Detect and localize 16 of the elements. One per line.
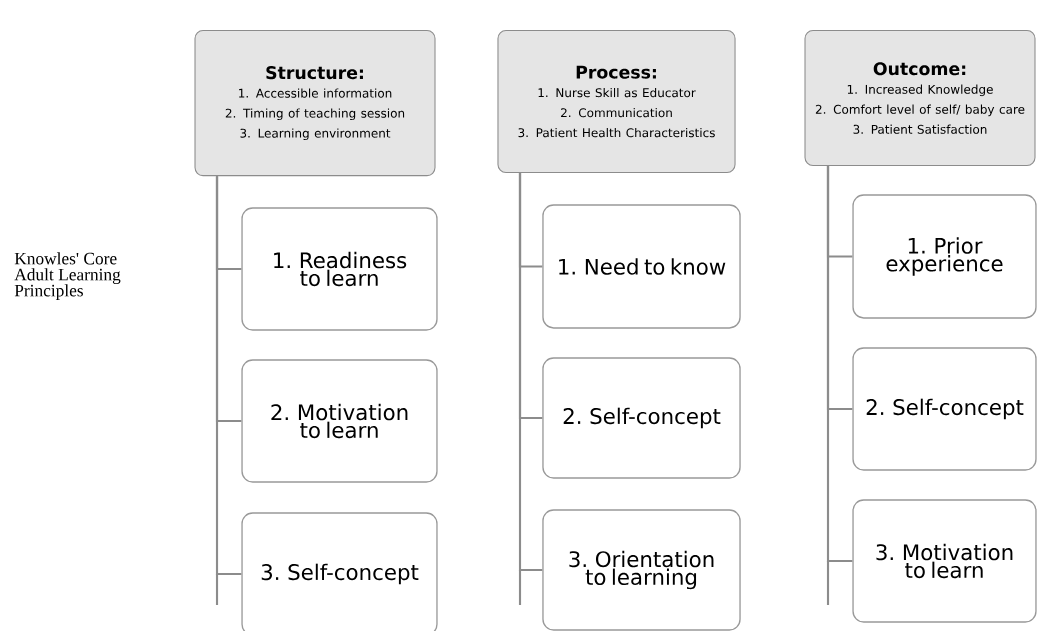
header-box: Process: 1. Nurse Skill as Educator 2. Communication 3. Patient Health Characteristics	[497, 30, 736, 174]
header-box: Outcome: 1. Increased Knowledge 2. Comfort level of self/ baby care 3. Patient Satisfaction	[804, 30, 1036, 166]
header-box: Structure: 1. Accessible information 2. Timing of teaching session 3. Learning environment	[194, 30, 436, 177]
connector-line	[518, 173, 543, 572]
side-label: Knowles' Core Adult Learning Principles	[14, 252, 121, 300]
connector-line	[215, 176, 242, 576]
principle-box: 2. Motivation to learn	[241, 359, 438, 483]
principle-box: 2. Self-concept	[852, 347, 1037, 471]
principle-box: 3. Orientation to learning	[542, 509, 741, 631]
principle-box: 2. Self-concept	[542, 357, 741, 479]
principle-box: 3. Motivation to learn	[852, 499, 1037, 623]
connector-line	[826, 166, 853, 563]
principle-box: 1. Readiness to learn	[241, 207, 438, 331]
principle-box: 1. Need to know	[542, 204, 741, 329]
principle-box: 3. Self-concept	[241, 512, 438, 631]
principle-box: 1. Prior experience	[852, 194, 1037, 319]
